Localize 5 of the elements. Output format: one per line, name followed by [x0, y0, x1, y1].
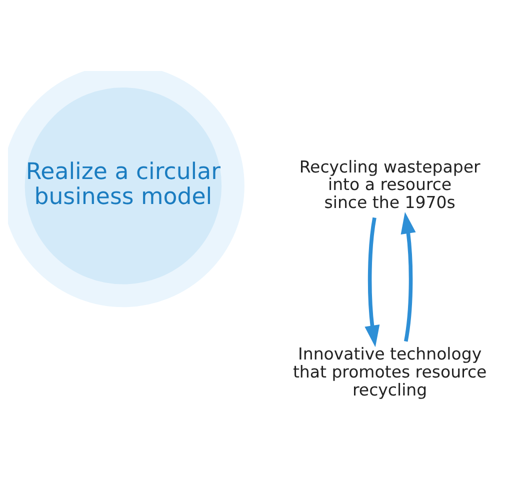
node-text: Recycling wastepaper into a resource since the 1970s [299, 156, 480, 212]
node-circle: Realize a circular business model [8, 70, 244, 307]
arrow [364, 216, 380, 347]
node-text: Innovative technology that promotes resource recycling [292, 344, 487, 399]
arrow [400, 211, 416, 342]
